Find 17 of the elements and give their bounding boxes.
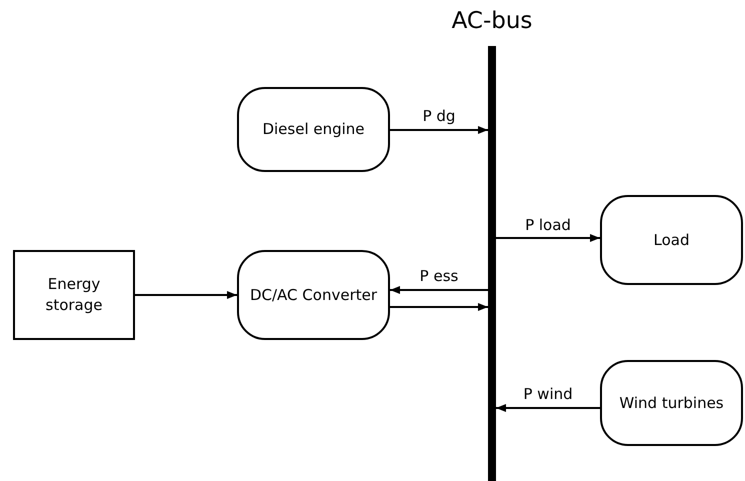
box-label: Wind turbines [619,392,724,414]
rounded-box [600,195,743,285]
arrow [135,291,237,299]
bus-label: AC-bus [452,8,532,34]
box-label: Load [654,230,690,250]
rounded-box [237,87,390,172]
box-label: DC/AC Converter [250,284,378,306]
arrow [390,286,488,294]
process-box [13,250,135,340]
arrow [496,404,600,412]
arrow [390,303,488,311]
box-label: Energy storage [44,274,104,316]
arrow [496,234,600,242]
arrow [390,126,488,134]
box-label: Diesel engine [262,119,365,140]
rounded-box [237,250,390,340]
rounded-box [600,360,743,446]
